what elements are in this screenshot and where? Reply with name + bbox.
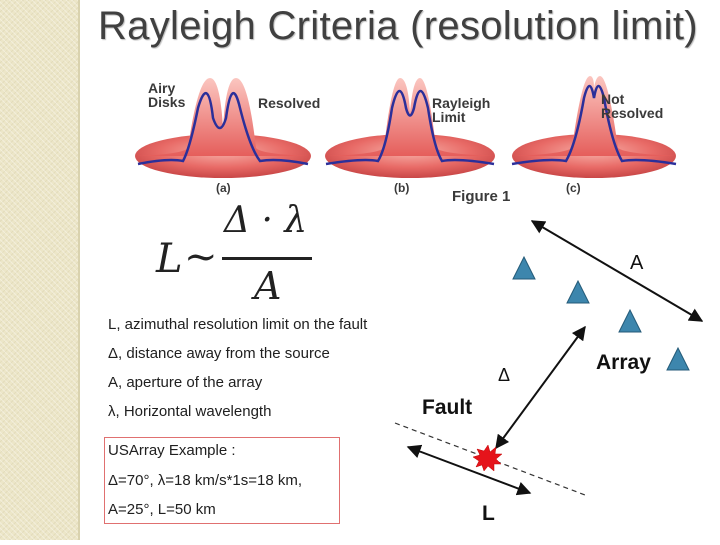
resolution-formula: L ~ Δ · λ A [150, 200, 320, 310]
panel-a-label: Resolved [258, 95, 321, 111]
panel-a-disk [135, 78, 311, 178]
formula-denominator: A [254, 264, 282, 308]
slide-title: Rayleigh Criteria (resolution limit) [98, 4, 698, 48]
distance-arrow [495, 325, 586, 450]
example-title: USArray Example : [108, 442, 236, 459]
formula-lhs: L [156, 236, 183, 282]
panel-c-letter: (c) [566, 181, 581, 195]
formula-relation: ~ [184, 234, 218, 280]
panel-b-label: Rayleigh Limit [432, 95, 491, 125]
figure-caption: Figure 1 [452, 188, 511, 205]
decorative-sidebar [0, 0, 78, 540]
sidebar-divider [78, 0, 80, 540]
fraction-bar [222, 257, 312, 260]
panel-b-disk [325, 78, 495, 178]
definition-L: L, azimuthal resolution limit on the fau… [108, 316, 368, 333]
formula-numerator: Δ · λ [224, 200, 308, 241]
earthquake-burst-icon [472, 444, 503, 472]
usarray-example-box: USArray Example : Δ=70°, λ=18 km/s*1s=18… [104, 437, 340, 524]
airy-disk-illustration [135, 76, 677, 178]
resolution-arrow [406, 444, 532, 496]
station-icon-2 [566, 279, 590, 304]
array-geometry-svg [394, 220, 704, 496]
array-geometry-diagram: A Array Δ Fault L [380, 205, 720, 540]
station-icon-1 [512, 255, 536, 280]
definition-lambda: λ, Horizontal wavelength [108, 403, 272, 420]
distance-label: Δ [498, 365, 511, 385]
station-icon-4 [666, 346, 690, 371]
airy-disks-label: Airy Disks [148, 80, 186, 110]
aperture-arrow [530, 220, 704, 322]
definition-delta: Δ, distance away from the source [108, 345, 330, 362]
panel-c-disk [511, 76, 677, 178]
aperture-label: A [630, 252, 644, 274]
definition-A: A, aperture of the array [108, 374, 263, 391]
panel-b-letter: (b) [394, 181, 410, 195]
fault-label: Fault [422, 396, 473, 419]
panel-c-label: Not Resolved [601, 91, 664, 121]
example-line-2: A=25°, L=50 km [108, 501, 216, 518]
airy-disk-figure: Airy Disks Resolved Rayleigh Limit Not R… [128, 68, 688, 210]
definitions-list: L, azimuthal resolution limit on the fau… [108, 316, 367, 432]
example-line-1: Δ=70°, λ=18 km/s*1s=18 km, [108, 472, 303, 489]
array-label: Array [596, 351, 651, 374]
resolution-label: L [482, 502, 495, 525]
panel-a-letter: (a) [216, 181, 231, 195]
station-icon-3 [618, 308, 642, 333]
